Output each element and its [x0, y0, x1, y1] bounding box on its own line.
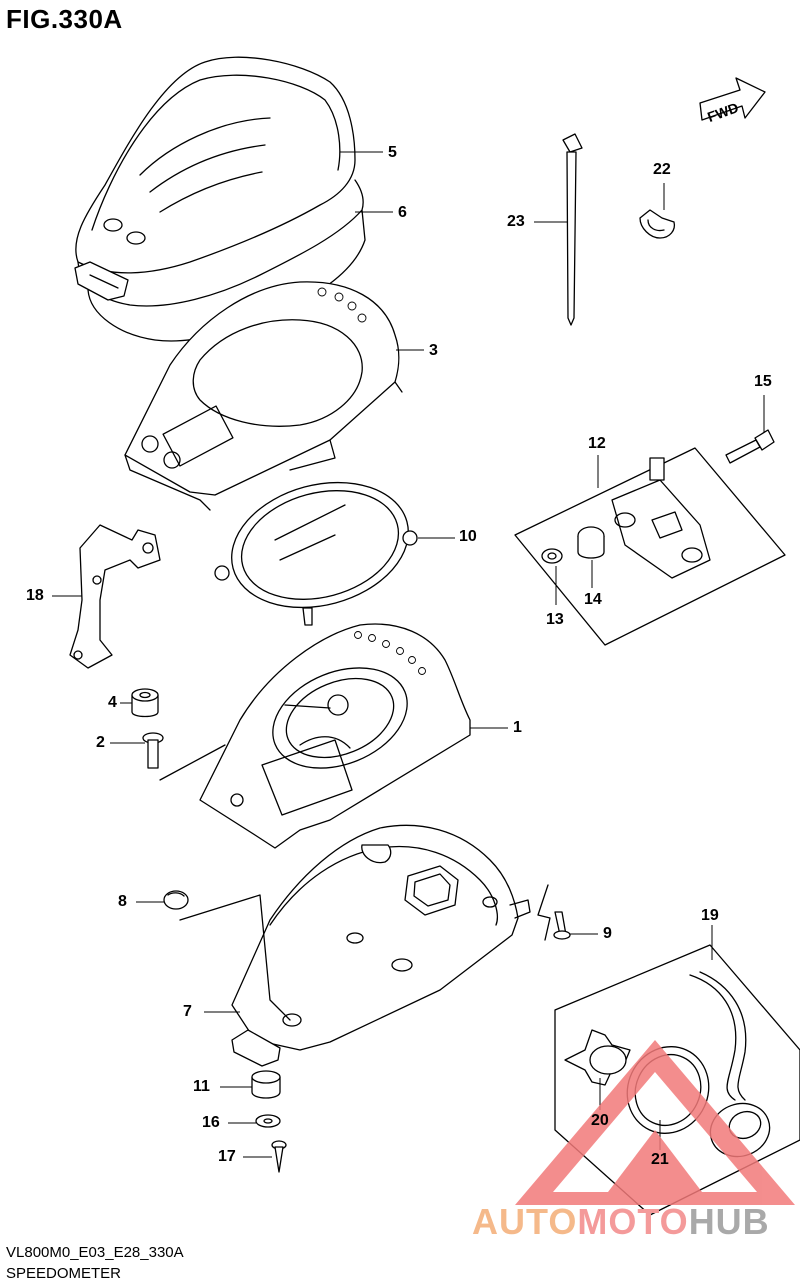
watermark-part-3: HUB: [688, 1201, 770, 1242]
callout-10: 10: [459, 528, 477, 545]
case-part-7: [179, 824, 531, 1067]
callout-14: 14: [584, 591, 602, 608]
sensor-group-part-12: [514, 447, 786, 646]
figure-code: VL800M0_E03_E28_330A: [6, 1244, 184, 1261]
callout-2: 2: [96, 734, 105, 751]
callout-17: 17: [218, 1148, 236, 1165]
callout-16: 16: [202, 1114, 220, 1131]
callout-22: 22: [653, 161, 671, 178]
callout-13: 13: [546, 611, 564, 628]
callout-8: 8: [118, 893, 127, 910]
watermark-part-1: AUTO: [472, 1201, 578, 1242]
figure-title: FIG.330A: [6, 4, 123, 34]
callout-23: 23: [507, 213, 525, 230]
callout-6: 6: [398, 204, 407, 221]
callout-9: 9: [603, 925, 612, 942]
callout-20: 20: [591, 1112, 609, 1129]
callout-4: 4: [108, 694, 117, 711]
tie-part-23: [562, 133, 583, 326]
collar-part-2: [142, 732, 164, 769]
callout-5: 5: [388, 144, 397, 161]
callout-1: 1: [513, 719, 522, 736]
watermark-triangle-icon: [515, 1040, 795, 1205]
callout-15: 15: [754, 373, 772, 390]
cover-part-5-6: [74, 56, 366, 342]
bolt-part-15: [725, 429, 775, 464]
grommet-part-11: [251, 1070, 281, 1099]
screw-part-17: [271, 1140, 287, 1173]
grommet-part-4: [131, 688, 159, 718]
callout-19: 19: [701, 907, 719, 924]
figure-name: SPEEDOMETER: [6, 1265, 122, 1282]
screw-part-9: [537, 884, 571, 941]
watermark-part-2: MOTO: [577, 1201, 689, 1242]
callout-3: 3: [429, 342, 438, 359]
meter-part-1: [159, 623, 471, 849]
bezel-part-3: [124, 281, 403, 511]
clamp-part-22: [639, 209, 676, 239]
lens-part-10: [214, 481, 418, 626]
callout-7: 7: [183, 1003, 192, 1020]
callout-11: 11: [193, 1078, 210, 1095]
plug-part-8: [163, 890, 189, 910]
bracket-part-18: [69, 524, 161, 669]
callout-18: 18: [26, 587, 44, 604]
washer-part-16: [255, 1114, 281, 1128]
watermark-logo: AUTOMOTOHUB: [472, 1203, 770, 1241]
fwd-arrow-icon: FWD: [699, 77, 766, 125]
callout-21: 21: [651, 1151, 669, 1168]
callout-12: 12: [588, 435, 606, 452]
